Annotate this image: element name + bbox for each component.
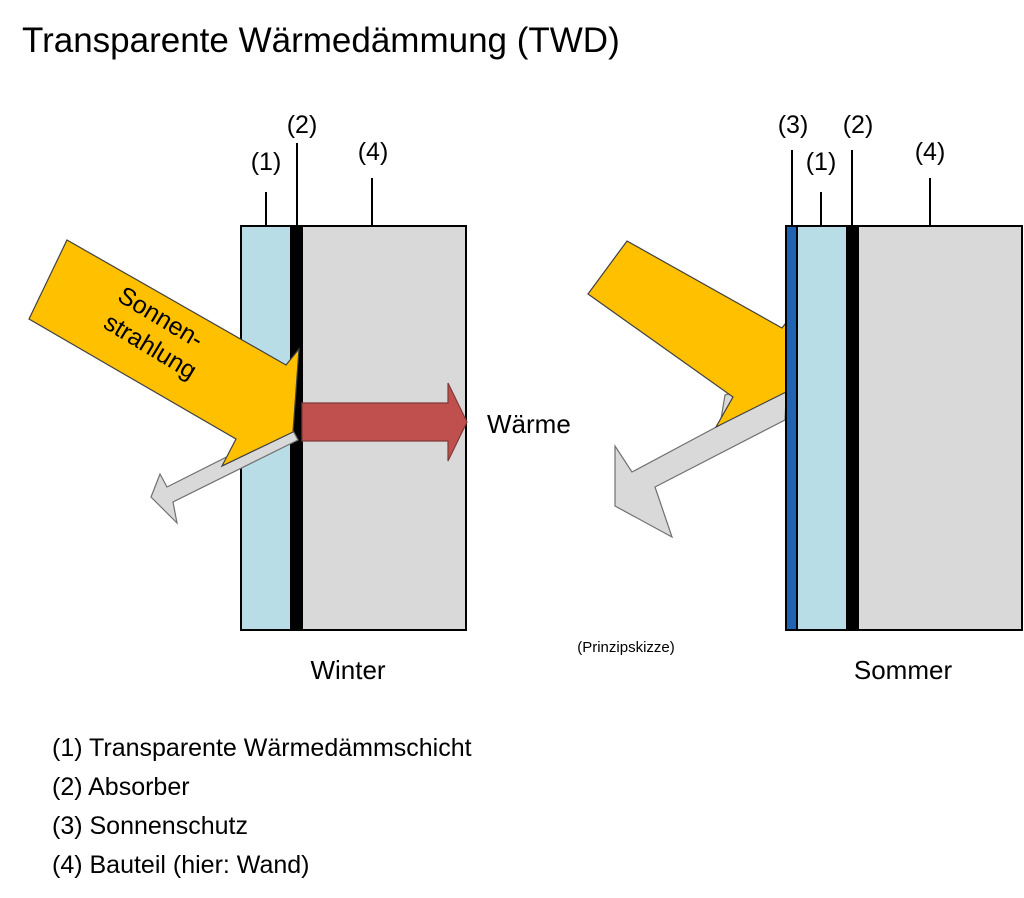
summer-absorber-layer [847, 226, 858, 630]
winter-absorber-layer [291, 226, 302, 630]
winter-label-insulation: (1) [251, 148, 282, 176]
legend-item: (3) Sonnenschutz [52, 812, 248, 840]
winter-heat-arrow [301, 382, 468, 462]
summer-caption: Sommer [854, 655, 953, 685]
summer-sun-protection-layer [785, 225, 798, 631]
diagram-title: Transparente Wärmedämmung (TWD) [22, 21, 620, 60]
legend-item: (4) Bauteil (hier: Wand) [52, 851, 310, 879]
sketch-note: (Prinzipskizze) [577, 639, 675, 656]
winter-label-absorber: (2) [287, 111, 318, 139]
summer-label-insulation: (1) [806, 148, 837, 176]
summer-label-sun-protection: (3) [778, 111, 809, 139]
winter-panel: (1) (2) (4) Sonnen- strahlung Wärme Wint… [28, 111, 571, 685]
summer-wall-layer [857, 225, 1023, 631]
summer-outline [785, 225, 1023, 631]
winter-reflection-arrow [150, 424, 299, 525]
summer-label-wall: (4) [915, 138, 946, 166]
summer-sun-arrow [587, 240, 797, 429]
summer-label-absorber: (2) [843, 111, 874, 139]
summer-panel: (3) (1) (2) (4) Sommer [587, 111, 1023, 685]
winter-label-wall: (4) [358, 138, 389, 166]
legend: (1) Transparente Wärmedämmschicht (2) Ab… [52, 734, 472, 879]
winter-sun-arrow [28, 239, 300, 468]
winter-caption: Winter [310, 655, 385, 685]
legend-item: (1) Transparente Wärmedämmschicht [52, 734, 472, 762]
summer-insulation-layer [796, 225, 848, 631]
winter-heat-label: Wärme [487, 409, 571, 439]
legend-item: (2) Absorber [52, 773, 190, 801]
